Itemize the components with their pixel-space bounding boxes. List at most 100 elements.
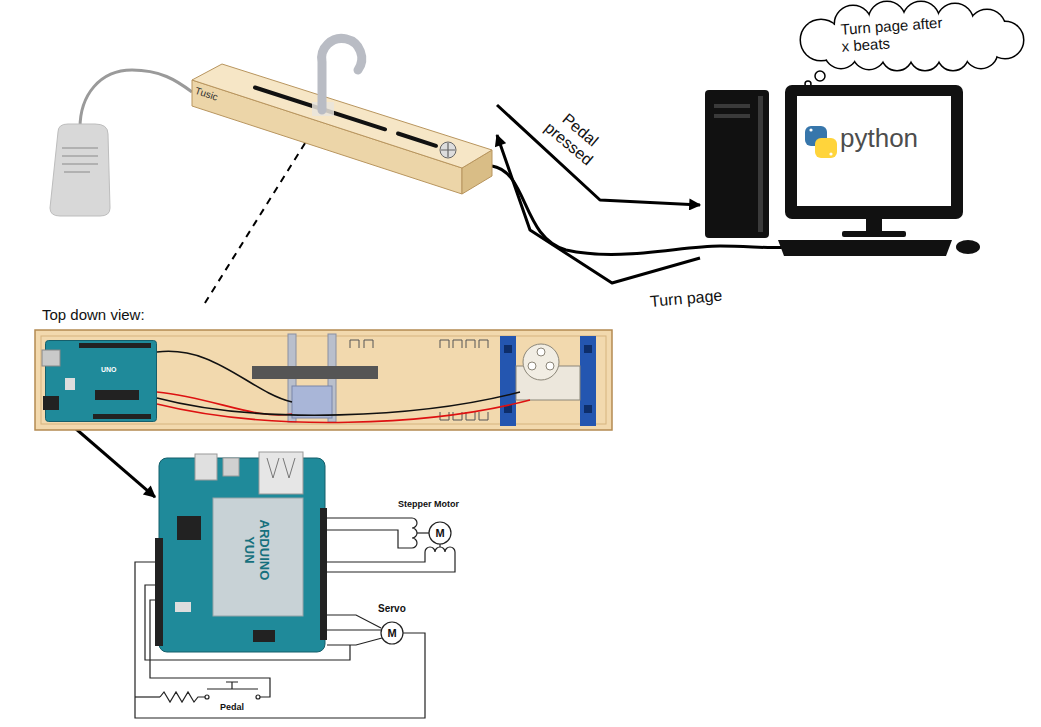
arduino-uno-board-shape-part	[65, 378, 75, 390]
foot-pedal-part	[50, 124, 110, 216]
node-label: python	[840, 124, 944, 154]
computer-shape-part-part	[785, 85, 963, 219]
arduino-uno-board-shape-part	[43, 396, 59, 410]
computer-shape-part-part	[778, 240, 952, 256]
schematic-wiring-part	[205, 695, 209, 699]
top-view-panel-shape-part-part	[500, 336, 516, 426]
device-box-shape	[185, 58, 497, 143]
arduino-uno-board: UNO	[45, 340, 157, 422]
component-label: Pedal	[214, 702, 250, 712]
node-label: ARDUINO YUN	[242, 512, 272, 587]
schematic-wiring-part	[327, 615, 381, 628]
foot-pedal-part	[80, 70, 192, 128]
arduino-yun-board-shape-part	[259, 452, 303, 494]
arduino-uno-board-shape-part	[42, 350, 60, 366]
computer-shape-part-part	[956, 240, 980, 254]
computer-shape-part-part	[829, 152, 832, 155]
arduino-yun-board-shape-part	[195, 454, 217, 480]
top-view-panel-shape-part-part	[537, 348, 545, 356]
schematic-wiring-part	[207, 682, 258, 689]
schematic-wiring-part	[381, 622, 403, 644]
device-box-shape-part-part	[440, 142, 456, 158]
device-box-shape-part-part	[398, 134, 436, 146]
top-view-panel-shape-part-part	[584, 405, 592, 413]
schematic-wiring-part	[256, 695, 260, 699]
computer-shape-part-part	[797, 96, 951, 206]
top-view-panel-shape-part-part	[292, 386, 332, 418]
arduino-yun-board: ARDUINO YUN	[155, 452, 330, 654]
top-view-panel-shape-part-part	[523, 344, 559, 380]
top-view-panel-shape-part-part	[252, 366, 378, 379]
edge-label: Pedal pressed	[537, 102, 611, 173]
schematic-wiring-part	[425, 547, 455, 552]
schematic-wiring-part	[327, 638, 382, 645]
schematic-wiring-part	[327, 517, 412, 518]
foot-pedal	[50, 70, 192, 216]
computer-shape-part	[705, 85, 980, 256]
component-label: Stepper Motor	[398, 499, 478, 509]
computer-shape-part-part	[714, 114, 750, 118]
device-box-shape-part	[192, 38, 492, 194]
schematic-wiring-part	[135, 696, 160, 697]
schematic-wiring-part	[412, 518, 417, 548]
view-leader	[205, 143, 305, 303]
arduino-yun-board-shape-part	[177, 516, 201, 540]
arduino-yun-board-shape-part	[175, 602, 191, 612]
schematic-wiring-part	[327, 552, 425, 562]
arduino-uno-board-shape	[45, 340, 157, 422]
zoom-arrow	[68, 422, 155, 497]
top-view-panel-shape-part-part	[504, 345, 512, 353]
device-box-shape-part-part	[441, 143, 455, 157]
computer-shape-part-part	[714, 104, 750, 108]
computer-shape-part-part	[705, 90, 769, 238]
device-box-shape-part-part	[192, 64, 492, 168]
computer-shape-part-part	[842, 231, 906, 237]
schematic-wiring-part	[327, 629, 381, 630]
edge-label: Turn page	[649, 285, 740, 311]
computer: python	[700, 82, 1020, 262]
schematic-wiring-part	[327, 530, 412, 548]
arduino-yun-board-shape-part	[267, 458, 295, 478]
arduino-yun-board-shape-part	[253, 630, 275, 642]
motor-symbol-letter: M	[434, 528, 446, 539]
computer-shape-part-part	[815, 138, 837, 158]
arduino-yun-board-shape-part	[155, 538, 163, 646]
top-view-panel-shape-part-part	[350, 340, 488, 348]
thought-trail	[805, 71, 825, 87]
device-box: Tusic	[185, 58, 497, 143]
top-view-panel-shape-part-part	[35, 330, 612, 430]
signal-arrow	[497, 105, 700, 205]
top-view-panel-shape-part-part	[41, 336, 606, 424]
arduino-yun-board-shape-part	[320, 508, 327, 640]
top-view-panel-shape-part-part	[546, 362, 554, 370]
thought-bubble-shape-part	[801, 2, 1023, 70]
foot-pedal-part	[62, 148, 98, 172]
thought-bubble-shape-part	[801, 2, 1023, 70]
computer-shape-part-part	[758, 96, 763, 232]
node-label: UNO	[101, 366, 127, 374]
schematic-wiring-part	[327, 552, 455, 572]
arduino-uno-board-shape-part	[95, 390, 139, 400]
schematic-wiring-part	[160, 692, 205, 702]
arduino-uno-board-shape-part	[79, 343, 151, 348]
computer-shape	[700, 82, 1020, 262]
top-view-panel-shape-part-part	[528, 362, 536, 370]
top-view-panel-shape-part-part	[157, 392, 520, 415]
computer-shape-part-part	[809, 128, 812, 131]
arduino-uno-board-shape-part	[46, 341, 157, 422]
schematic-wiring-part	[417, 532, 429, 533]
computer-shape-part-part	[866, 219, 882, 233]
device-box-shape-part-part	[322, 38, 362, 110]
motor-symbol-letter: M	[386, 628, 398, 639]
arduino-yun-board-shape-part	[223, 458, 239, 476]
arduino-yun-board-shape-part	[213, 498, 303, 616]
top-view-panel: Top down view:UNO	[35, 303, 615, 433]
thought-bubble: Turn page after x beats	[783, 2, 1033, 70]
top-view-panel-shape-part-part	[580, 336, 596, 426]
top-view-panel-shape-part-part	[584, 345, 592, 353]
top-view-panel-shape-part	[35, 330, 612, 430]
signal-arrow	[497, 135, 700, 283]
thought-trail-part	[815, 71, 825, 81]
